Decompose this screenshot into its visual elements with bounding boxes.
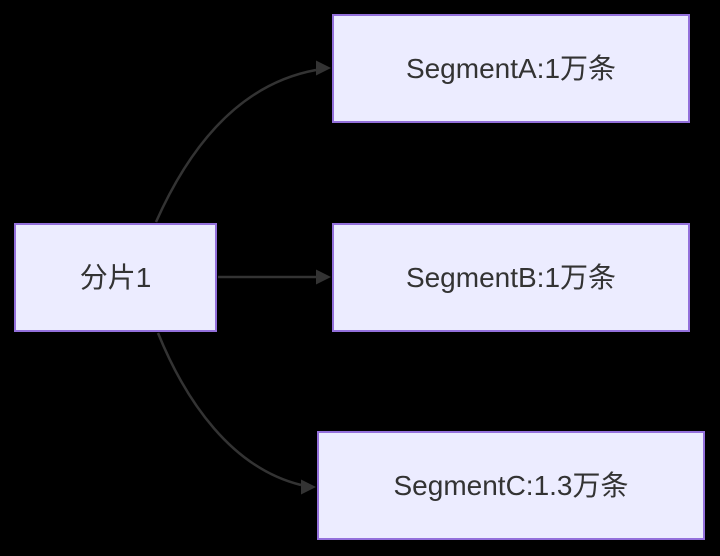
node-segment-b-label: SegmentB:1万条 — [405, 261, 617, 293]
node-shard1: 分片1 — [14, 223, 217, 332]
node-segment-c: SegmentC:1.3万条 — [317, 431, 705, 540]
node-shard1-label: 分片1 — [79, 261, 152, 293]
node-segment-a: SegmentA:1万条 — [332, 14, 690, 123]
arrowhead-icon — [301, 479, 316, 495]
edge-shard1-segmentB — [218, 269, 331, 285]
arrowhead-icon — [316, 60, 331, 76]
edge-shard1-segmentC — [156, 332, 316, 495]
arrowhead-icon — [316, 269, 331, 285]
node-segment-c-label: SegmentC:1.3万条 — [393, 469, 629, 501]
edge-shard1-segmentA — [154, 60, 331, 223]
node-segment-b: SegmentB:1万条 — [332, 223, 690, 332]
node-segment-a-label: SegmentA:1万条 — [405, 52, 617, 84]
